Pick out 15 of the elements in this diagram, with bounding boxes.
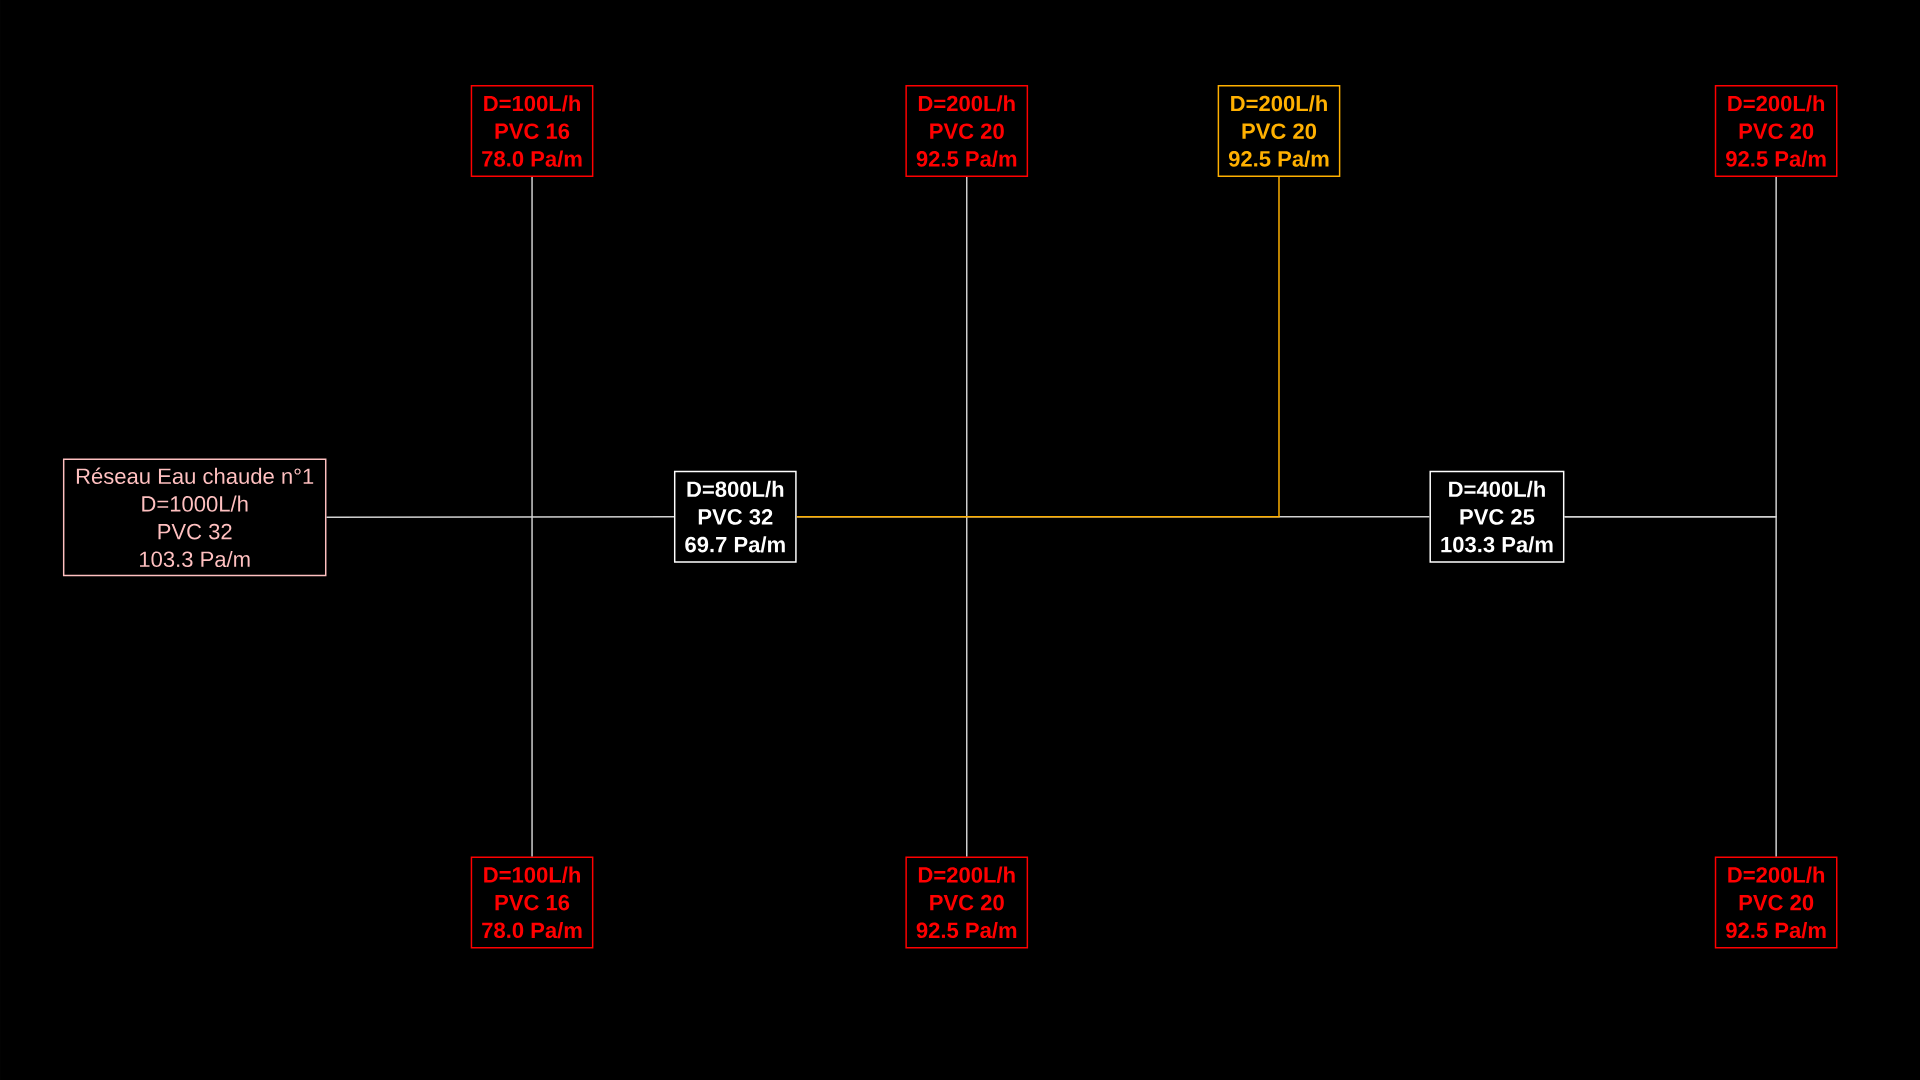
pipe-box: D=800L/h PVC 32 69.7 Pa/m [673, 470, 797, 563]
pipe-box: D=100L/h PVC 16 78.0 Pa/m [470, 856, 594, 949]
pipe-line [325, 516, 675, 518]
pipe-box: D=200L/h PVC 20 92.5 Pa/m [905, 84, 1029, 178]
pipe-line [1563, 516, 1777, 858]
source-box: Réseau Eau chaude n°1 D=1000L/h PVC 32 103.3 Pa/m [62, 458, 327, 577]
pipe-box: D=200L/h PVC 20 92.5 Pa/m [905, 856, 1029, 949]
pipe-box: D=200L/h PVC 20 92.5 Pa/m [1714, 84, 1838, 178]
pipe-box: D=200L/h PVC 20 92.5 Pa/m [1714, 856, 1838, 949]
pipe-line [795, 176, 1280, 518]
pipe-line [966, 176, 968, 858]
pipe-box: D=200L/h PVC 20 92.5 Pa/m [1217, 84, 1341, 178]
pipe-line [531, 176, 533, 858]
pipe-box: D=100L/h PVC 16 78.0 Pa/m [470, 84, 594, 178]
pipe-box: D=400L/h PVC 25 103.3 Pa/m [1429, 470, 1565, 563]
